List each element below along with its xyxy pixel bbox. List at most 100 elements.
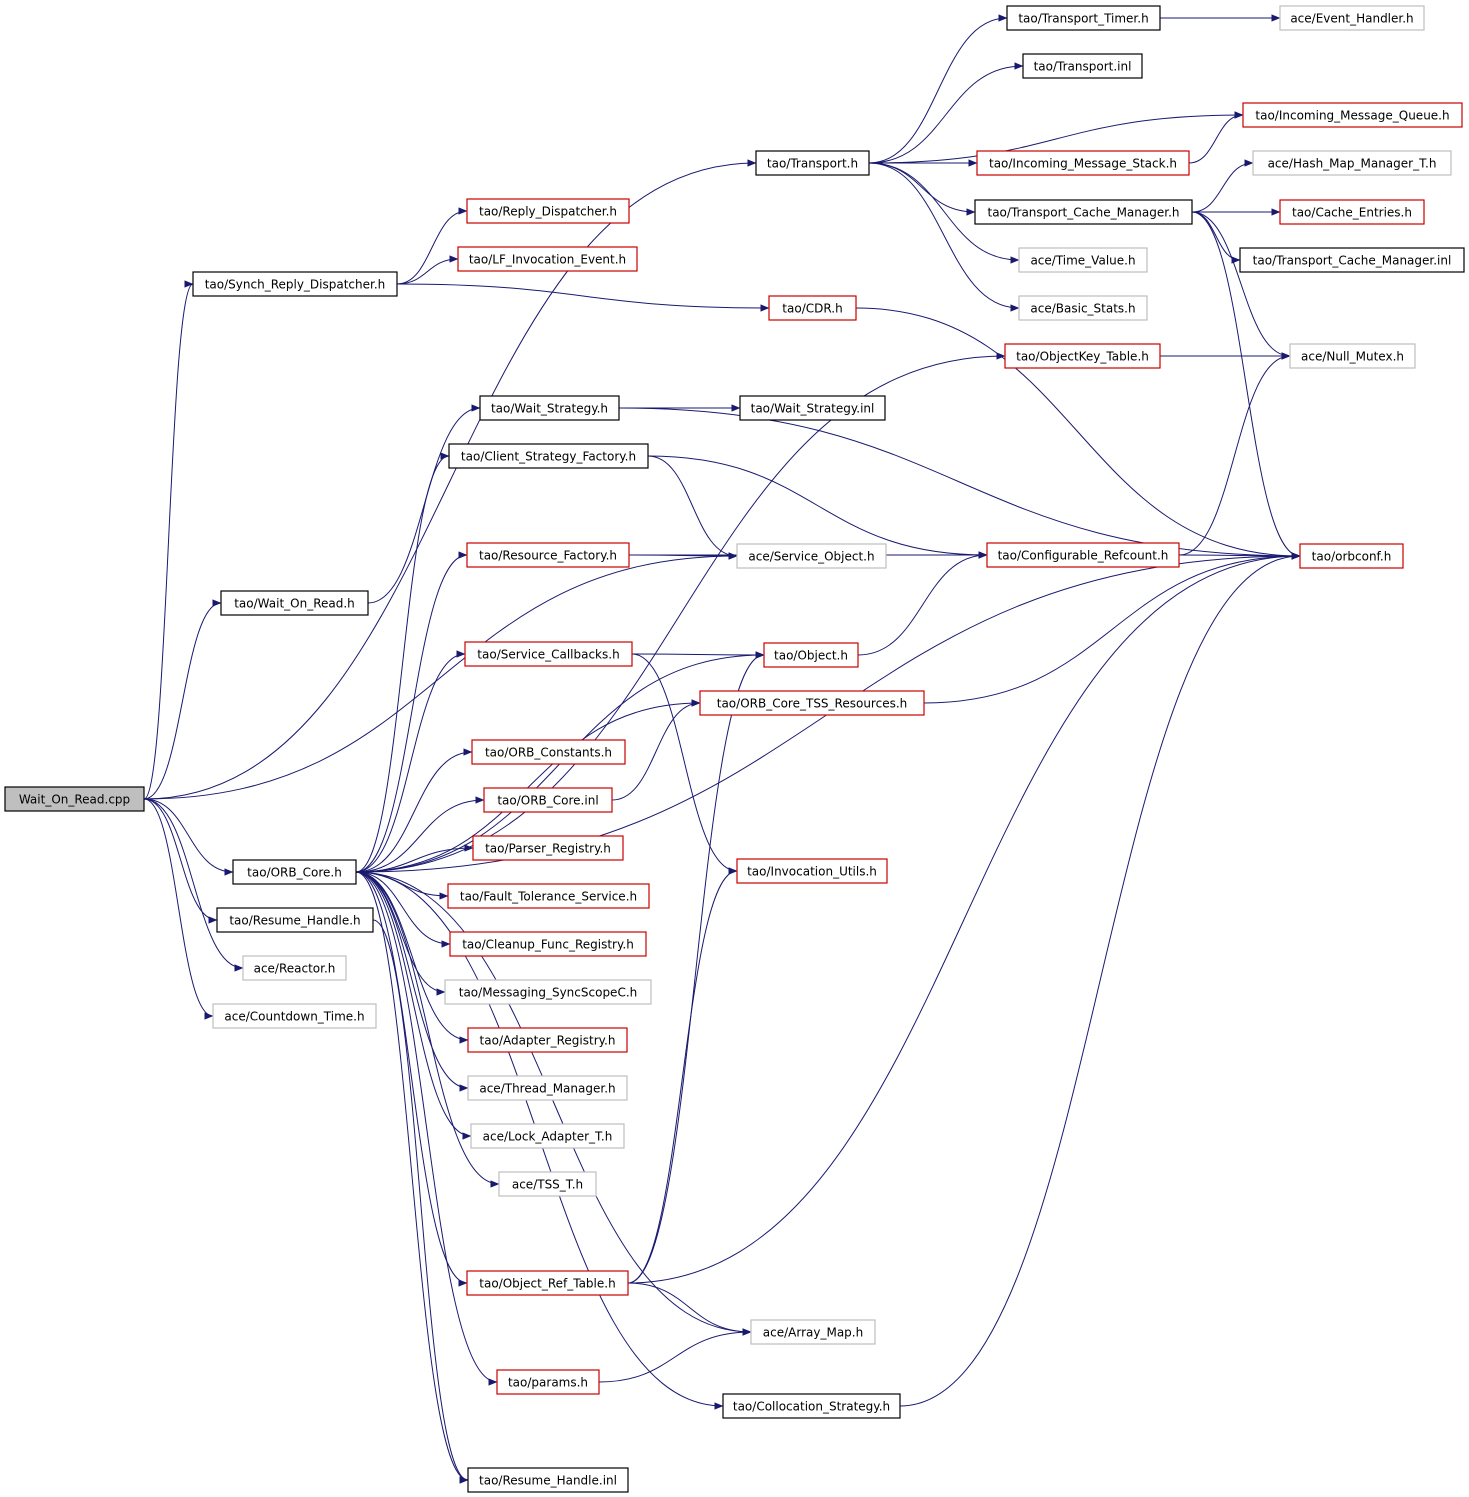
- node-label-array_map: ace/Array_Map.h: [763, 1326, 863, 1340]
- node-null_mutex[interactable]: ace/Null_Mutex.h: [1289, 343, 1416, 369]
- node-box-reactor: [242, 955, 347, 981]
- node-box-wait_strategy: [479, 395, 620, 421]
- edge-transport_h-to-time_value: [868, 162, 1020, 264]
- node-objectkey[interactable]: tao/ObjectKey_Table.h: [1004, 343, 1161, 369]
- node-box-objectkey: [1004, 343, 1161, 369]
- node-box-transport_h: [755, 150, 870, 176]
- edge-synch_reply-to-cdr: [396, 283, 770, 312]
- node-box-null_mutex: [1289, 343, 1416, 369]
- edge-orb_core_h-to-lock_adapter: [355, 871, 472, 1140]
- node-wait_strategy_inl[interactable]: tao/Wait_Strategy.inl: [739, 395, 886, 421]
- node-tss_t[interactable]: ace/TSS_T.h: [498, 1171, 597, 1197]
- node-hash_map[interactable]: ace/Hash_Map_Manager_T.h: [1252, 150, 1452, 176]
- edge-cdr-to-orbconf: [855, 307, 1301, 560]
- node-basic_stats[interactable]: ace/Basic_Stats.h: [1018, 295, 1148, 321]
- node-object_h[interactable]: tao/Object.h: [763, 642, 859, 668]
- edge-tcm_h-to-orbconf: [1191, 211, 1301, 560]
- node-cache_entries[interactable]: tao/Cache_Entries.h: [1279, 199, 1425, 225]
- node-resource_factory[interactable]: tao/Resource_Factory.h: [466, 542, 630, 568]
- node-box-tcm_inl: [1239, 247, 1465, 273]
- node-wait_on_read_h[interactable]: tao/Wait_On_Read.h: [220, 590, 369, 616]
- node-transport_inl[interactable]: tao/Transport.inl: [1022, 53, 1143, 79]
- node-label-tcm_inl: tao/Transport_Cache_Manager.inl: [1253, 254, 1452, 268]
- node-messaging_sync[interactable]: tao/Messaging_SyncScopeC.h: [444, 979, 652, 1005]
- node-label-thread_manager: ace/Thread_Manager.h: [479, 1082, 615, 1096]
- edge-orb_core_h-to-objectkey: [355, 352, 1006, 873]
- edge-wait_cpp-to-service_object: [143, 552, 738, 800]
- edge-client_strategy-to-configurable: [647, 455, 988, 559]
- node-orb_core_tss[interactable]: tao/ORB_Core_TSS_Resources.h: [699, 690, 925, 716]
- node-params[interactable]: tao/params.h: [496, 1369, 600, 1395]
- node-resume_handle_inl[interactable]: tao/Resume_Handle.inl: [467, 1467, 629, 1493]
- node-fault_tolerance[interactable]: tao/Fault_Tolerance_Service.h: [447, 883, 650, 909]
- node-event_handler[interactable]: ace/Event_Handler.h: [1279, 5, 1425, 31]
- node-synch_reply[interactable]: tao/Synch_Reply_Dispatcher.h: [192, 271, 398, 297]
- edges-layer: [143, 14, 1301, 1484]
- node-label-orb_core_h: tao/ORB_Core.h: [247, 866, 342, 880]
- node-tcm_inl[interactable]: tao/Transport_Cache_Manager.inl: [1239, 247, 1465, 273]
- edge-params-to-array_map: [598, 1328, 752, 1383]
- node-time_value[interactable]: ace/Time_Value.h: [1018, 247, 1148, 273]
- node-label-tcm_h: tao/Transport_Cache_Manager.h: [988, 206, 1180, 220]
- edge-wait_cpp-to-transport_h: [143, 159, 757, 800]
- edge-collocation-to-orbconf: [899, 552, 1301, 1407]
- node-label-resume_handle_h: tao/Resume_Handle.h: [229, 914, 360, 928]
- node-incoming_stack[interactable]: tao/Incoming_Message_Stack.h: [976, 150, 1190, 176]
- node-incoming_queue[interactable]: tao/Incoming_Message_Queue.h: [1242, 102, 1463, 128]
- node-tcm_h[interactable]: tao/Transport_Cache_Manager.h: [974, 199, 1193, 225]
- node-label-wait_strategy: tao/Wait_Strategy.h: [491, 402, 608, 416]
- edge-transport_h-to-transport_inl: [868, 62, 1024, 164]
- node-array_map[interactable]: ace/Array_Map.h: [750, 1319, 876, 1345]
- node-wait_cpp[interactable]: Wait_On_Read.cpp: [4, 786, 145, 812]
- edge-orb_core_inl-to-orb_core_tss: [611, 699, 701, 801]
- node-adapter_registry[interactable]: tao/Adapter_Registry.h: [467, 1027, 628, 1053]
- node-box-incoming_queue: [1242, 102, 1463, 128]
- node-label-orb_core_inl: tao/ORB_Core.inl: [497, 794, 598, 808]
- node-box-wait_cpp: [4, 786, 145, 812]
- node-wait_strategy[interactable]: tao/Wait_Strategy.h: [479, 395, 620, 421]
- node-transport_h[interactable]: tao/Transport.h: [755, 150, 870, 176]
- node-box-thread_manager: [467, 1075, 628, 1101]
- node-label-adapter_registry: tao/Adapter_Registry.h: [480, 1034, 616, 1048]
- node-thread_manager[interactable]: ace/Thread_Manager.h: [467, 1075, 628, 1101]
- node-box-orbconf: [1299, 543, 1404, 569]
- node-box-resume_handle_h: [216, 907, 374, 933]
- edge-orb_core_tss-to-orbconf: [923, 552, 1301, 704]
- edge-wait_on_read_h-to-wait_strategy: [367, 404, 481, 604]
- node-service_callbacks[interactable]: tao/Service_Callbacks.h: [464, 641, 633, 667]
- node-orb_core_h[interactable]: tao/ORB_Core.h: [232, 859, 357, 885]
- edge-transport_h-to-basic_stats: [868, 162, 1020, 312]
- node-box-orb_constants: [471, 739, 626, 765]
- node-orb_constants[interactable]: tao/ORB_Constants.h: [471, 739, 626, 765]
- node-box-resume_handle_inl: [467, 1467, 629, 1493]
- node-client_strategy[interactable]: tao/Client_Strategy_Factory.h: [448, 443, 649, 469]
- node-configurable[interactable]: tao/Configurable_Refcount.h: [986, 542, 1180, 568]
- node-label-transport_h: tao/Transport.h: [767, 157, 858, 171]
- node-orb_core_inl[interactable]: tao/ORB_Core.inl: [483, 787, 613, 813]
- node-label-params: tao/params.h: [508, 1376, 588, 1390]
- node-object_ref_table[interactable]: tao/Object_Ref_Table.h: [466, 1270, 629, 1296]
- node-cdr[interactable]: tao/CDR.h: [768, 295, 857, 321]
- node-cleanup_func[interactable]: tao/Cleanup_Func_Registry.h: [449, 931, 647, 957]
- edge-transport_h-to-incoming_queue: [868, 111, 1244, 164]
- node-transport_timer[interactable]: tao/Transport_Timer.h: [1006, 5, 1161, 31]
- node-service_object[interactable]: ace/Service_Object.h: [736, 543, 887, 569]
- node-orbconf[interactable]: tao/orbconf.h: [1299, 543, 1404, 569]
- node-lock_adapter[interactable]: ace/Lock_Adapter_T.h: [470, 1123, 625, 1149]
- node-parser_registry[interactable]: tao/Parser_Registry.h: [472, 835, 624, 861]
- node-label-parser_registry: tao/Parser_Registry.h: [485, 842, 611, 856]
- node-invocation_utils[interactable]: tao/Invocation_Utils.h: [736, 858, 888, 884]
- node-countdown[interactable]: ace/Countdown_Time.h: [212, 1003, 377, 1029]
- node-label-client_strategy: tao/Client_Strategy_Factory.h: [461, 450, 636, 464]
- edge-wait_cpp-to-reactor: [143, 798, 244, 972]
- edge-tcm_h-to-tcm_inl: [1191, 211, 1241, 264]
- node-lf_event[interactable]: tao/LF_Invocation_Event.h: [457, 246, 638, 272]
- node-resume_handle_h[interactable]: tao/Resume_Handle.h: [216, 907, 374, 933]
- node-box-wait_strategy_inl: [739, 395, 886, 421]
- node-collocation[interactable]: tao/Collocation_Strategy.h: [722, 1393, 901, 1419]
- node-reactor[interactable]: ace/Reactor.h: [242, 955, 347, 981]
- node-reply_dispatcher[interactable]: tao/Reply_Dispatcher.h: [466, 198, 630, 224]
- node-label-wait_on_read_h: tao/Wait_On_Read.h: [234, 597, 355, 611]
- edge-client_strategy-to-service_object: [647, 455, 738, 560]
- node-label-time_value: ace/Time_Value.h: [1030, 254, 1135, 268]
